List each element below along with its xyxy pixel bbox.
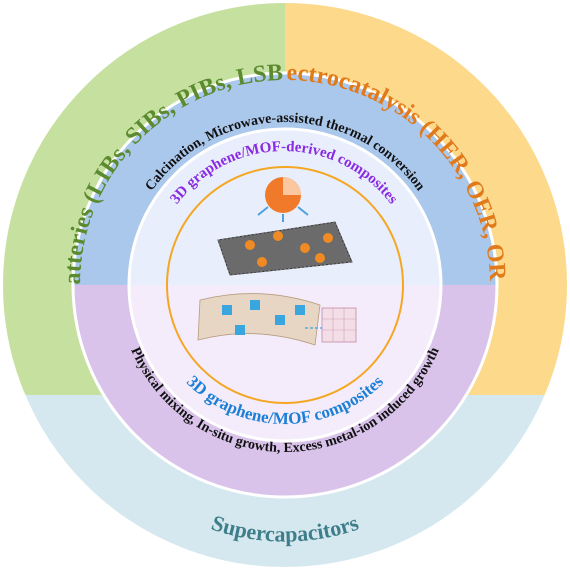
graphene-sheet-illustration [217, 221, 353, 276]
middle-ring-border [71, 71, 499, 499]
inner-disc-border [127, 127, 443, 443]
core-shell-particle-icon [257, 177, 309, 222]
mof-composite-illustration [197, 293, 357, 346]
orange-circle-line [166, 166, 404, 404]
